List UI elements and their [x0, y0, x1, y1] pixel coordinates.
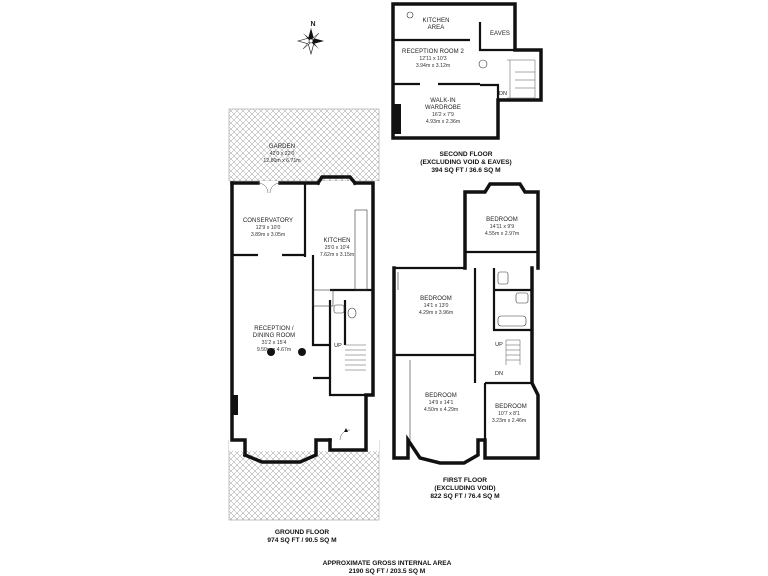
bedroom-small-title: BEDROOM — [495, 404, 527, 410]
bedroom-top-dimensions-metric: 4.55m x 2.97m — [485, 231, 519, 237]
reception-dimensions-metric: 9.50m x 4.67m — [257, 347, 291, 353]
reception2-dimensions-metric: 3.94m x 3.12m — [416, 63, 450, 69]
bedroom-front-title: BEDROOM — [425, 393, 457, 399]
first-floor-plan — [392, 182, 540, 465]
total-area-value: 2190 SQ FT / 203.5 SQ M — [349, 568, 426, 575]
wardrobe-dimensions-imperial: 16'2 x 7'9 — [432, 112, 454, 118]
second-floor-area: 394 SQ FT / 36.6 SQ M — [431, 167, 501, 174]
eaves-label: EAVES — [490, 31, 510, 37]
reception2-title: RECEPTION ROOM 2 — [402, 49, 465, 55]
wardrobe-title-line1: WALK-IN — [430, 98, 455, 104]
bedroom-mid-title: BEDROOM — [420, 296, 452, 302]
second-floor-plan — [391, 2, 543, 140]
bedroom-front-dimensions-metric: 4.50m x 4.29m — [424, 407, 458, 413]
reception-title-line2: DINING ROOM — [253, 333, 295, 339]
ground-floor-area: 974 SQ FT / 90.5 SQ M — [267, 537, 337, 544]
reception-dimensions-imperial: 31'2 x 15'4 — [262, 340, 287, 346]
bedroom-small-dimensions-metric: 3.23m x 2.46m — [492, 418, 526, 424]
first-dn-label: DN — [495, 371, 503, 377]
kitchen-area-title-line1: KITCHEN — [422, 18, 449, 24]
garden-area — [228, 108, 380, 182]
first-up-label: UP — [495, 342, 503, 348]
bedroom-front-dimensions-imperial: 14'9 x 14'1 — [429, 400, 454, 406]
front-garden-area — [228, 439, 380, 521]
kitchen-dimensions-imperial: 25'0 x 10'4 — [325, 245, 350, 251]
wardrobe-title-line2: WARDROBE — [425, 105, 461, 111]
compass-north-label: N — [310, 21, 315, 28]
garden-title: GARDEN — [269, 144, 295, 150]
garden-dimensions-metric: 12.80m x 6.71m — [263, 158, 300, 164]
wardrobe-dimensions-metric: 4.93m x 2.36m — [426, 119, 460, 125]
first-floor-subtitle: (EXCLUDING VOID) — [434, 485, 495, 492]
conservatory-dimensions-imperial: 12'9 x 10'0 — [256, 225, 281, 231]
compass-icon — [296, 28, 324, 56]
ground-floor-plan — [228, 108, 380, 521]
kitchen-title: KITCHEN — [323, 238, 350, 244]
second-floor-subtitle: (EXCLUDING VOID & EAVES) — [420, 159, 511, 166]
second-floor-title: SECOND FLOOR — [439, 151, 492, 158]
bedroom-mid-dimensions-imperial: 14'1 x 13'0 — [424, 303, 449, 309]
kitchen-dimensions-metric: 7.62m x 3.15m — [320, 252, 354, 258]
first-floor-title: FIRST FLOOR — [443, 477, 487, 484]
reception2-dimensions-imperial: 12'11 x 10'3 — [419, 56, 446, 62]
second-dn-label: DN — [499, 91, 507, 97]
conservatory-dimensions-metric: 3.89m x 3.05m — [251, 232, 285, 238]
ground-up-label: UP — [334, 343, 342, 349]
ground-floor-title: GROUND FLOOR — [275, 529, 329, 536]
bedroom-top-dimensions-imperial: 14'11 x 9'9 — [490, 224, 514, 230]
bedroom-top-title: BEDROOM — [486, 217, 518, 223]
first-floor-area: 822 SQ FT / 76.4 SQ M — [430, 493, 500, 500]
reception-title-line1: RECEPTION / — [254, 326, 294, 332]
bedroom-mid-dimensions-metric: 4.29m x 3.96m — [419, 310, 453, 316]
conservatory-title: CONSERVATORY — [243, 218, 293, 224]
bedroom-small-dimensions-imperial: 10'7 x 8'1 — [498, 411, 520, 417]
garden-dimensions-imperial: 42'0 x 22'0 — [270, 151, 295, 157]
kitchen-area-title-line2: AREA — [428, 25, 445, 31]
total-area-title: APPROXIMATE GROSS INTERNAL AREA — [323, 560, 452, 567]
